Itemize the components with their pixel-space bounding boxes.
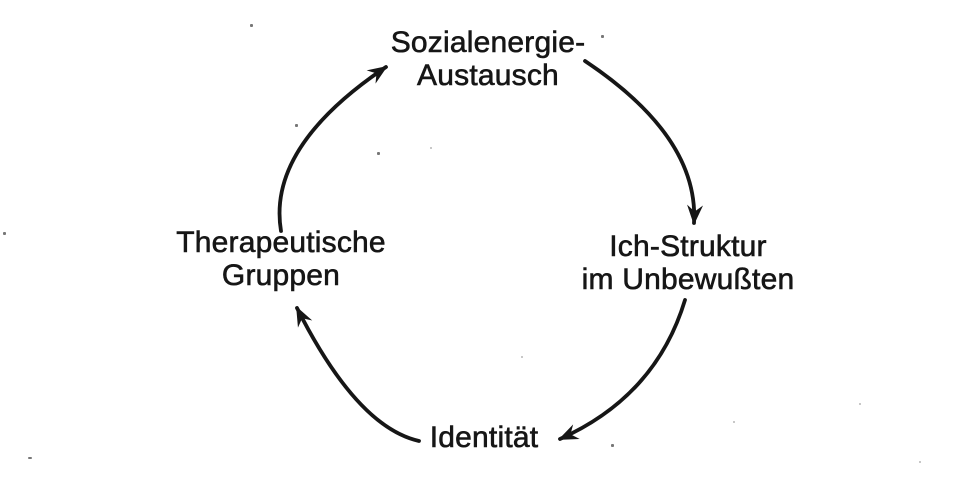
scan-speck (611, 444, 614, 447)
node-ich-struktur: Ich-Struktur im Unbewußten (581, 230, 795, 297)
node-identitaet: Identität (429, 421, 539, 455)
arrow-ichstruktur-to-identitaet (558, 298, 687, 441)
scan-speck (521, 356, 523, 358)
node-label-line: im Unbewußten (581, 263, 795, 297)
scan-speck (377, 152, 380, 155)
scan-speck (3, 232, 6, 235)
scan-speck (28, 457, 32, 459)
arrow-sozialenergie-to-ichstruktur (583, 59, 704, 225)
node-label-line: Identität (429, 421, 539, 455)
scan-speck (295, 124, 298, 127)
scan-speck (733, 421, 735, 423)
arrow-gruppen-to-sozialenergie (277, 65, 388, 233)
node-sozialenergie-austausch: Sozialenergie- Austausch (390, 26, 586, 93)
arrow-identitaet-to-gruppen (295, 306, 421, 443)
node-label-line: Ich-Struktur (609, 230, 767, 264)
scan-speck (859, 403, 861, 405)
node-label-line: Gruppen (221, 259, 341, 293)
node-label-line: Austausch (417, 59, 559, 93)
scan-speck (919, 461, 921, 463)
scan-speck (430, 147, 432, 149)
scan-speck (601, 35, 604, 38)
scan-speck (250, 24, 253, 27)
node-label-line: Sozialenergie- (390, 26, 586, 60)
